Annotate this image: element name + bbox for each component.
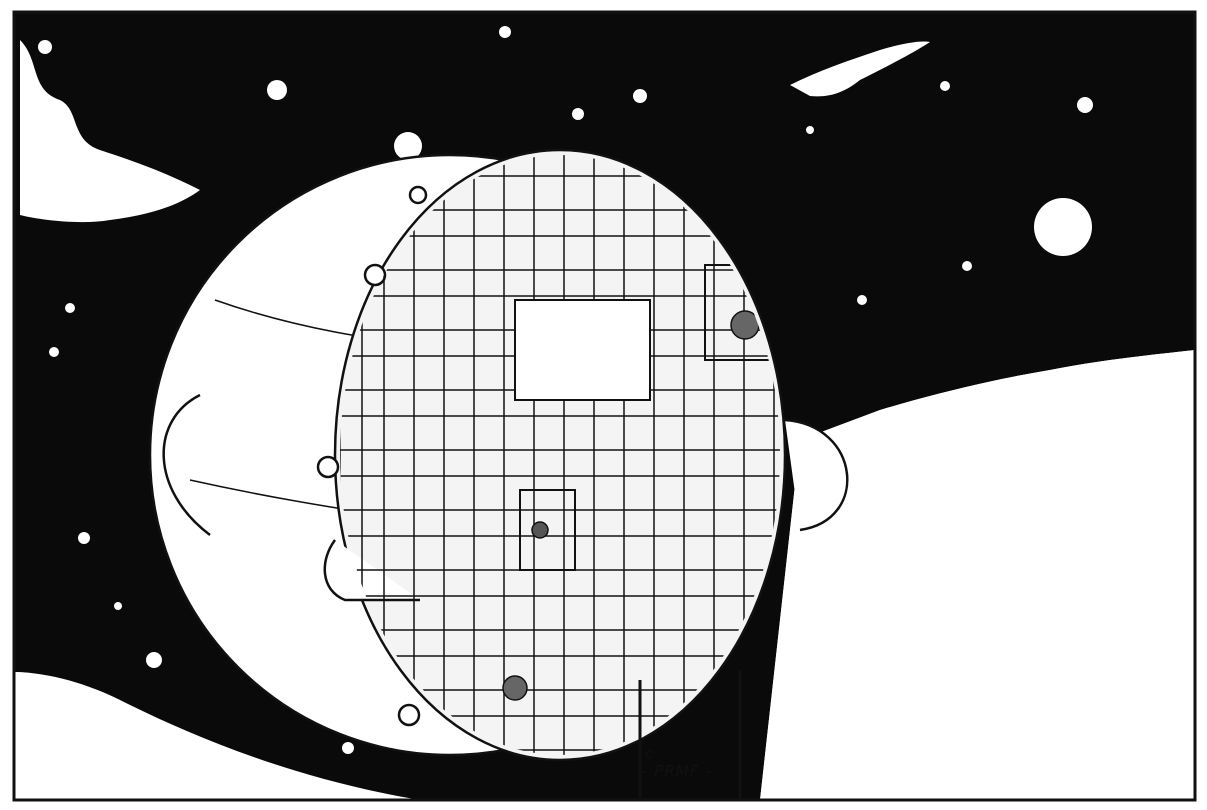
nebula-cloud-small: [790, 41, 930, 97]
moon-surface-left: [14, 672, 160, 800]
frame-border: [12, 10, 1197, 802]
signature-text: PRMF: [654, 762, 700, 780]
copyright-mark: ©: [643, 748, 656, 763]
support-pylon: [638, 670, 742, 800]
nebula-cloud: [20, 40, 200, 223]
artist-signature: – PRMF –: [640, 762, 714, 780]
moon-surface: [760, 350, 1195, 800]
stars: [38, 26, 1093, 754]
